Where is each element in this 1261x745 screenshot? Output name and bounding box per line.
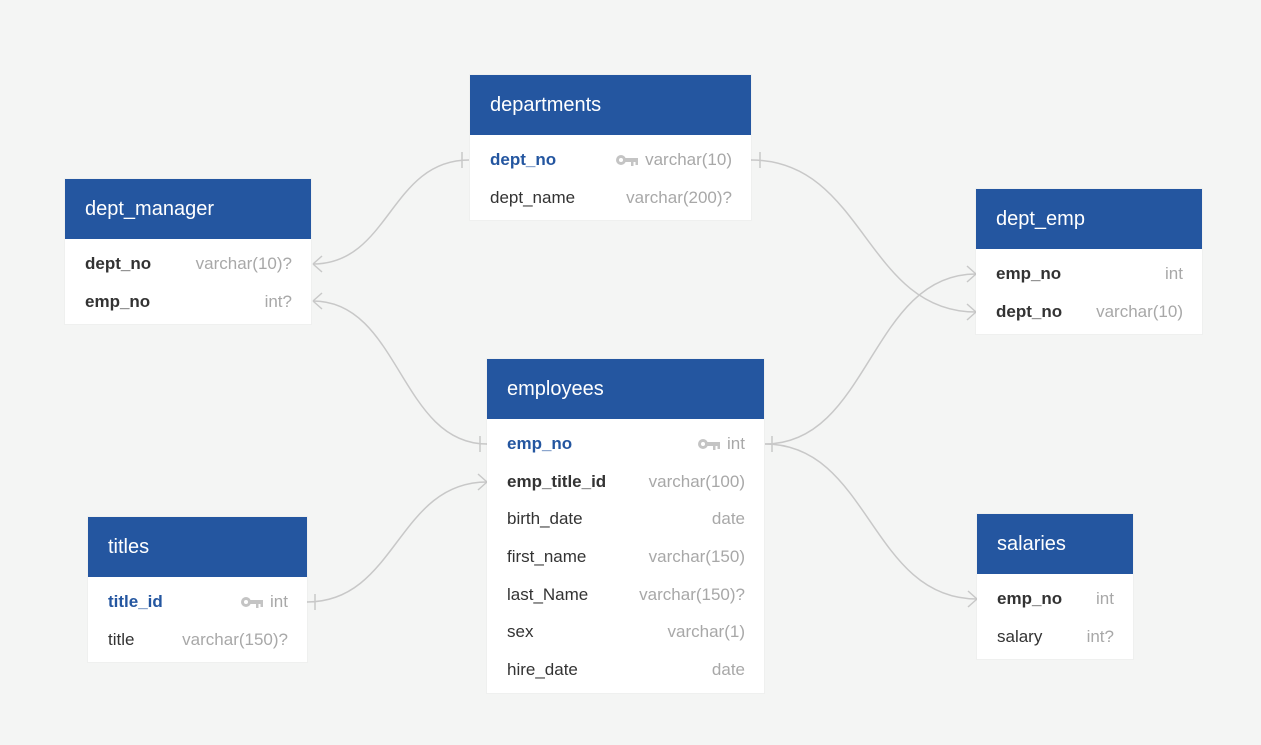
table-dept-emp[interactable]: dept_emp emp_no int dept_no varchar(10)	[976, 189, 1202, 335]
field-name: birth_date	[507, 509, 583, 529]
field-type: varchar(200)?	[626, 187, 732, 207]
field-row-salary[interactable]: salary int?	[977, 618, 1133, 656]
link-dept-emp-dept-no	[750, 159, 977, 313]
field-name: first_name	[507, 546, 587, 566]
field-type: varchar(10)	[645, 149, 732, 169]
field-row-dept-no[interactable]: dept_no varchar(10)	[976, 293, 1202, 331]
link-dept-manager-emp-no	[312, 300, 488, 445]
link-titles-title-id	[306, 481, 488, 603]
field-row-sex[interactable]: sex varchar(1)	[487, 613, 764, 651]
field-type: varchar(10)?	[195, 253, 292, 273]
field-row-emp-no[interactable]: emp_no int	[977, 580, 1133, 618]
field-row-emp-no[interactable]: emp_no int	[487, 425, 764, 463]
field-type: int	[727, 433, 745, 453]
many-marker	[312, 255, 323, 273]
field-type: int	[270, 591, 288, 611]
field-row-emp-title-id[interactable]: emp_title_id varchar(100)	[487, 463, 764, 501]
field-row-birth-date[interactable]: birth_date date	[487, 500, 764, 538]
field-name: salary	[997, 626, 1043, 646]
field-type: int	[1096, 588, 1114, 608]
many-marker	[477, 473, 488, 491]
field-row-last-name[interactable]: last_Name varchar(150)?	[487, 576, 764, 614]
primary-key-icon	[697, 437, 721, 451]
field-row-emp-no[interactable]: emp_no int?	[65, 283, 311, 321]
field-type: varchar(100)	[648, 471, 745, 491]
field-type: varchar(150)?	[182, 629, 288, 649]
field-type: int?	[264, 291, 292, 311]
field-type: int?	[1086, 626, 1114, 646]
table-header[interactable]: titles	[88, 517, 307, 577]
field-name: last_Name	[507, 584, 589, 604]
table-header[interactable]: departments	[470, 75, 751, 135]
primary-key-icon	[240, 595, 264, 609]
field-name: dept_no	[85, 253, 152, 273]
field-type: int	[1165, 263, 1183, 283]
field-row-dept-name[interactable]: dept_name varchar(200)?	[470, 179, 751, 217]
link-dept-emp-emp-no	[764, 273, 977, 445]
field-type: date	[711, 659, 745, 679]
primary-key-icon	[615, 153, 639, 167]
table-header[interactable]: dept_manager	[65, 179, 311, 239]
field-row-dept-no[interactable]: dept_no varchar(10)?	[65, 245, 311, 283]
field-name: emp_no	[85, 291, 151, 311]
table-titles[interactable]: titles title_id int title varchar(150)?	[88, 517, 307, 663]
many-marker	[966, 303, 977, 321]
many-marker	[967, 590, 978, 608]
table-header[interactable]: salaries	[977, 514, 1133, 574]
field-name: emp_no	[507, 433, 573, 453]
field-name: dept_name	[490, 187, 576, 207]
field-row-first-name[interactable]: first_name varchar(150)	[487, 538, 764, 576]
field-name: dept_no	[996, 301, 1063, 321]
table-salaries[interactable]: salaries emp_no int salary int?	[977, 514, 1133, 660]
field-name: title	[108, 629, 135, 649]
field-row-title-id[interactable]: title_id int	[88, 583, 307, 621]
field-name: emp_no	[997, 588, 1063, 608]
field-name: sex	[507, 622, 534, 642]
field-type: varchar(150)	[648, 546, 745, 566]
field-row-emp-no[interactable]: emp_no int	[976, 255, 1202, 293]
field-type: varchar(150)?	[639, 584, 745, 604]
link-salaries-emp-no	[764, 443, 978, 600]
field-row-hire-date[interactable]: hire_date date	[487, 651, 764, 689]
table-header[interactable]: dept_emp	[976, 189, 1202, 249]
field-type: varchar(1)	[667, 622, 745, 642]
field-name: title_id	[108, 591, 163, 611]
field-name: emp_title_id	[507, 471, 607, 491]
table-header[interactable]: employees	[487, 359, 764, 419]
field-row-title[interactable]: title varchar(150)?	[88, 621, 307, 659]
field-name: dept_no	[490, 149, 557, 169]
field-row-dept-no[interactable]: dept_no varchar(10)	[470, 141, 751, 179]
many-marker	[966, 265, 977, 283]
table-departments[interactable]: departments dept_no varchar(10) dept_nam…	[470, 75, 751, 221]
many-marker	[312, 292, 323, 310]
field-name: hire_date	[507, 659, 578, 679]
link-dept-manager-dept-no	[312, 159, 470, 265]
field-name: emp_no	[996, 263, 1062, 283]
field-type: varchar(10)	[1096, 301, 1183, 321]
table-employees[interactable]: employees emp_no int emp_title_id varcha…	[487, 359, 764, 693]
field-type: date	[711, 509, 745, 529]
table-dept-manager[interactable]: dept_manager dept_no varchar(10)? emp_no…	[65, 179, 311, 325]
